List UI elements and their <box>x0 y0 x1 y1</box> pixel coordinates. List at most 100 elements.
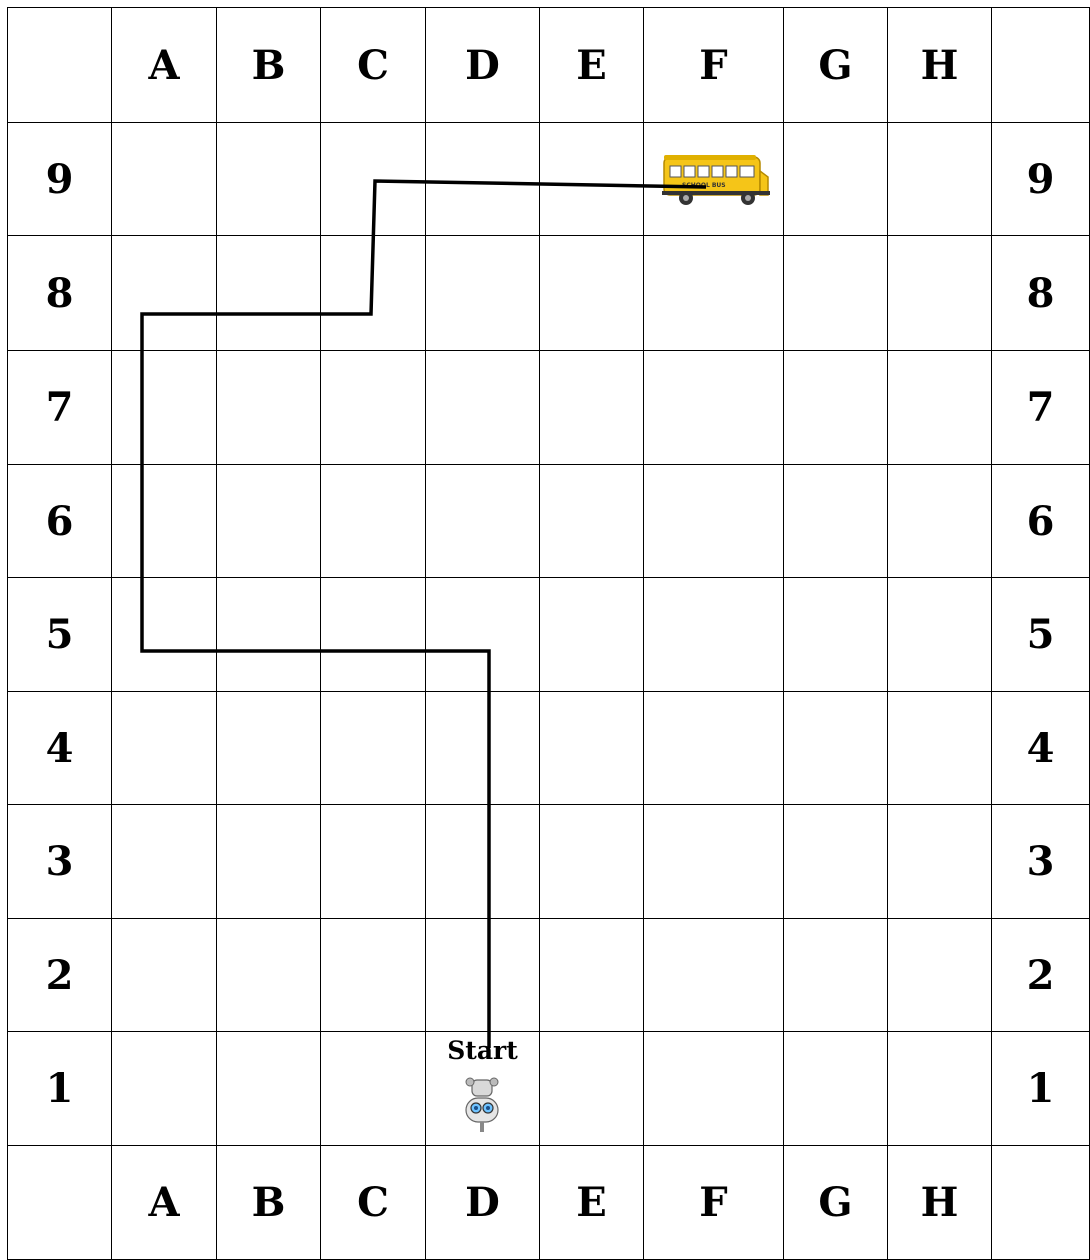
row-label: 3 <box>8 805 112 919</box>
row-label: 1 <box>992 1032 1090 1146</box>
grid-cell <box>644 236 784 351</box>
row-label: 5 <box>8 578 112 692</box>
start-label: Start <box>426 1036 539 1065</box>
grid-cell <box>888 123 992 236</box>
grid-cell <box>888 578 992 692</box>
grid-cell <box>540 351 644 465</box>
corner-cell <box>8 1146 112 1260</box>
grid-cell <box>321 919 426 1032</box>
row-label: 7 <box>992 351 1090 465</box>
grid-cell <box>644 351 784 465</box>
column-label: E <box>540 8 644 123</box>
grid-row: 4 4 <box>8 692 1090 805</box>
grid-cell <box>784 805 888 919</box>
start-cell: Start <box>426 1032 540 1146</box>
grid-cell <box>426 692 540 805</box>
grid-cell <box>112 692 217 805</box>
grid-cell <box>540 919 644 1032</box>
row-label: 8 <box>8 236 112 351</box>
header-row-bottom: A B C D E F G H <box>8 1146 1090 1260</box>
grid-cell <box>784 692 888 805</box>
column-label: G <box>784 8 888 123</box>
grid-cell <box>217 123 321 236</box>
grid-cell <box>217 1032 321 1146</box>
grid-row: 5 5 <box>8 578 1090 692</box>
corner-cell <box>8 8 112 123</box>
grid-cell <box>784 236 888 351</box>
grid-cell <box>540 805 644 919</box>
grid-cell <box>217 805 321 919</box>
grid-cell <box>321 236 426 351</box>
grid-cell <box>784 919 888 1032</box>
grid-cell <box>426 919 540 1032</box>
grid-row: 9 SCHOOL BUS 9 <box>8 123 1090 236</box>
grid-cell <box>644 578 784 692</box>
grid-cell <box>321 351 426 465</box>
corner-cell <box>992 8 1090 123</box>
grid-cell <box>321 1032 426 1146</box>
column-label: F <box>644 1146 784 1260</box>
column-label: H <box>888 1146 992 1260</box>
header-row-top: A B C D E F G H <box>8 8 1090 123</box>
grid-cell <box>888 236 992 351</box>
grid-cell <box>321 692 426 805</box>
grid-cell <box>644 1032 784 1146</box>
grid-cell <box>321 805 426 919</box>
grid-cell <box>112 465 217 578</box>
grid-cell <box>888 805 992 919</box>
grid-cell <box>217 692 321 805</box>
row-label: 2 <box>8 919 112 1032</box>
column-label: G <box>784 1146 888 1260</box>
grid-cell <box>644 692 784 805</box>
grid-cell <box>888 692 992 805</box>
column-label: D <box>426 1146 540 1260</box>
grid-cell <box>426 351 540 465</box>
grid-cell <box>540 465 644 578</box>
grid-cell <box>112 236 217 351</box>
grid-cell <box>644 805 784 919</box>
grid-cell <box>426 236 540 351</box>
bus-text: SCHOOL BUS <box>682 182 726 189</box>
corner-cell <box>992 1146 1090 1260</box>
grid-row: 6 6 <box>8 465 1090 578</box>
coordinate-grid: A B C D E F G H 9 SCHOOL BUS <box>7 7 1090 1260</box>
column-label: B <box>217 1146 321 1260</box>
column-label: E <box>540 1146 644 1260</box>
grid-cell <box>217 919 321 1032</box>
goal-cell: SCHOOL BUS <box>644 123 784 236</box>
grid-cell <box>112 1032 217 1146</box>
grid-row: 7 7 <box>8 351 1090 465</box>
row-label: 5 <box>992 578 1090 692</box>
grid-cell <box>112 919 217 1032</box>
grid-cell <box>321 578 426 692</box>
grid-cell <box>112 805 217 919</box>
grid-cell <box>217 578 321 692</box>
row-label: 9 <box>8 123 112 236</box>
grid-cell <box>540 1032 644 1146</box>
row-label: 6 <box>992 465 1090 578</box>
grid-row: 3 3 <box>8 805 1090 919</box>
grid-cell <box>217 236 321 351</box>
row-label: 7 <box>8 351 112 465</box>
grid-cell <box>540 692 644 805</box>
grid-cell <box>321 123 426 236</box>
grid-cell <box>644 919 784 1032</box>
grid-cell <box>112 351 217 465</box>
grid-cell <box>540 123 644 236</box>
grid-cell <box>112 578 217 692</box>
grid-cell <box>888 919 992 1032</box>
school-bus-icon: SCHOOL BUS <box>662 153 772 211</box>
column-label: A <box>112 8 217 123</box>
grid-cell <box>426 465 540 578</box>
row-label: 6 <box>8 465 112 578</box>
row-label: 2 <box>992 919 1090 1032</box>
grid-cell <box>112 123 217 236</box>
row-label: 4 <box>8 692 112 805</box>
column-label: F <box>644 8 784 123</box>
grid-cell <box>784 351 888 465</box>
column-label: C <box>321 1146 426 1260</box>
grid-cell <box>426 805 540 919</box>
grid-cell <box>888 351 992 465</box>
grid-cell <box>426 123 540 236</box>
